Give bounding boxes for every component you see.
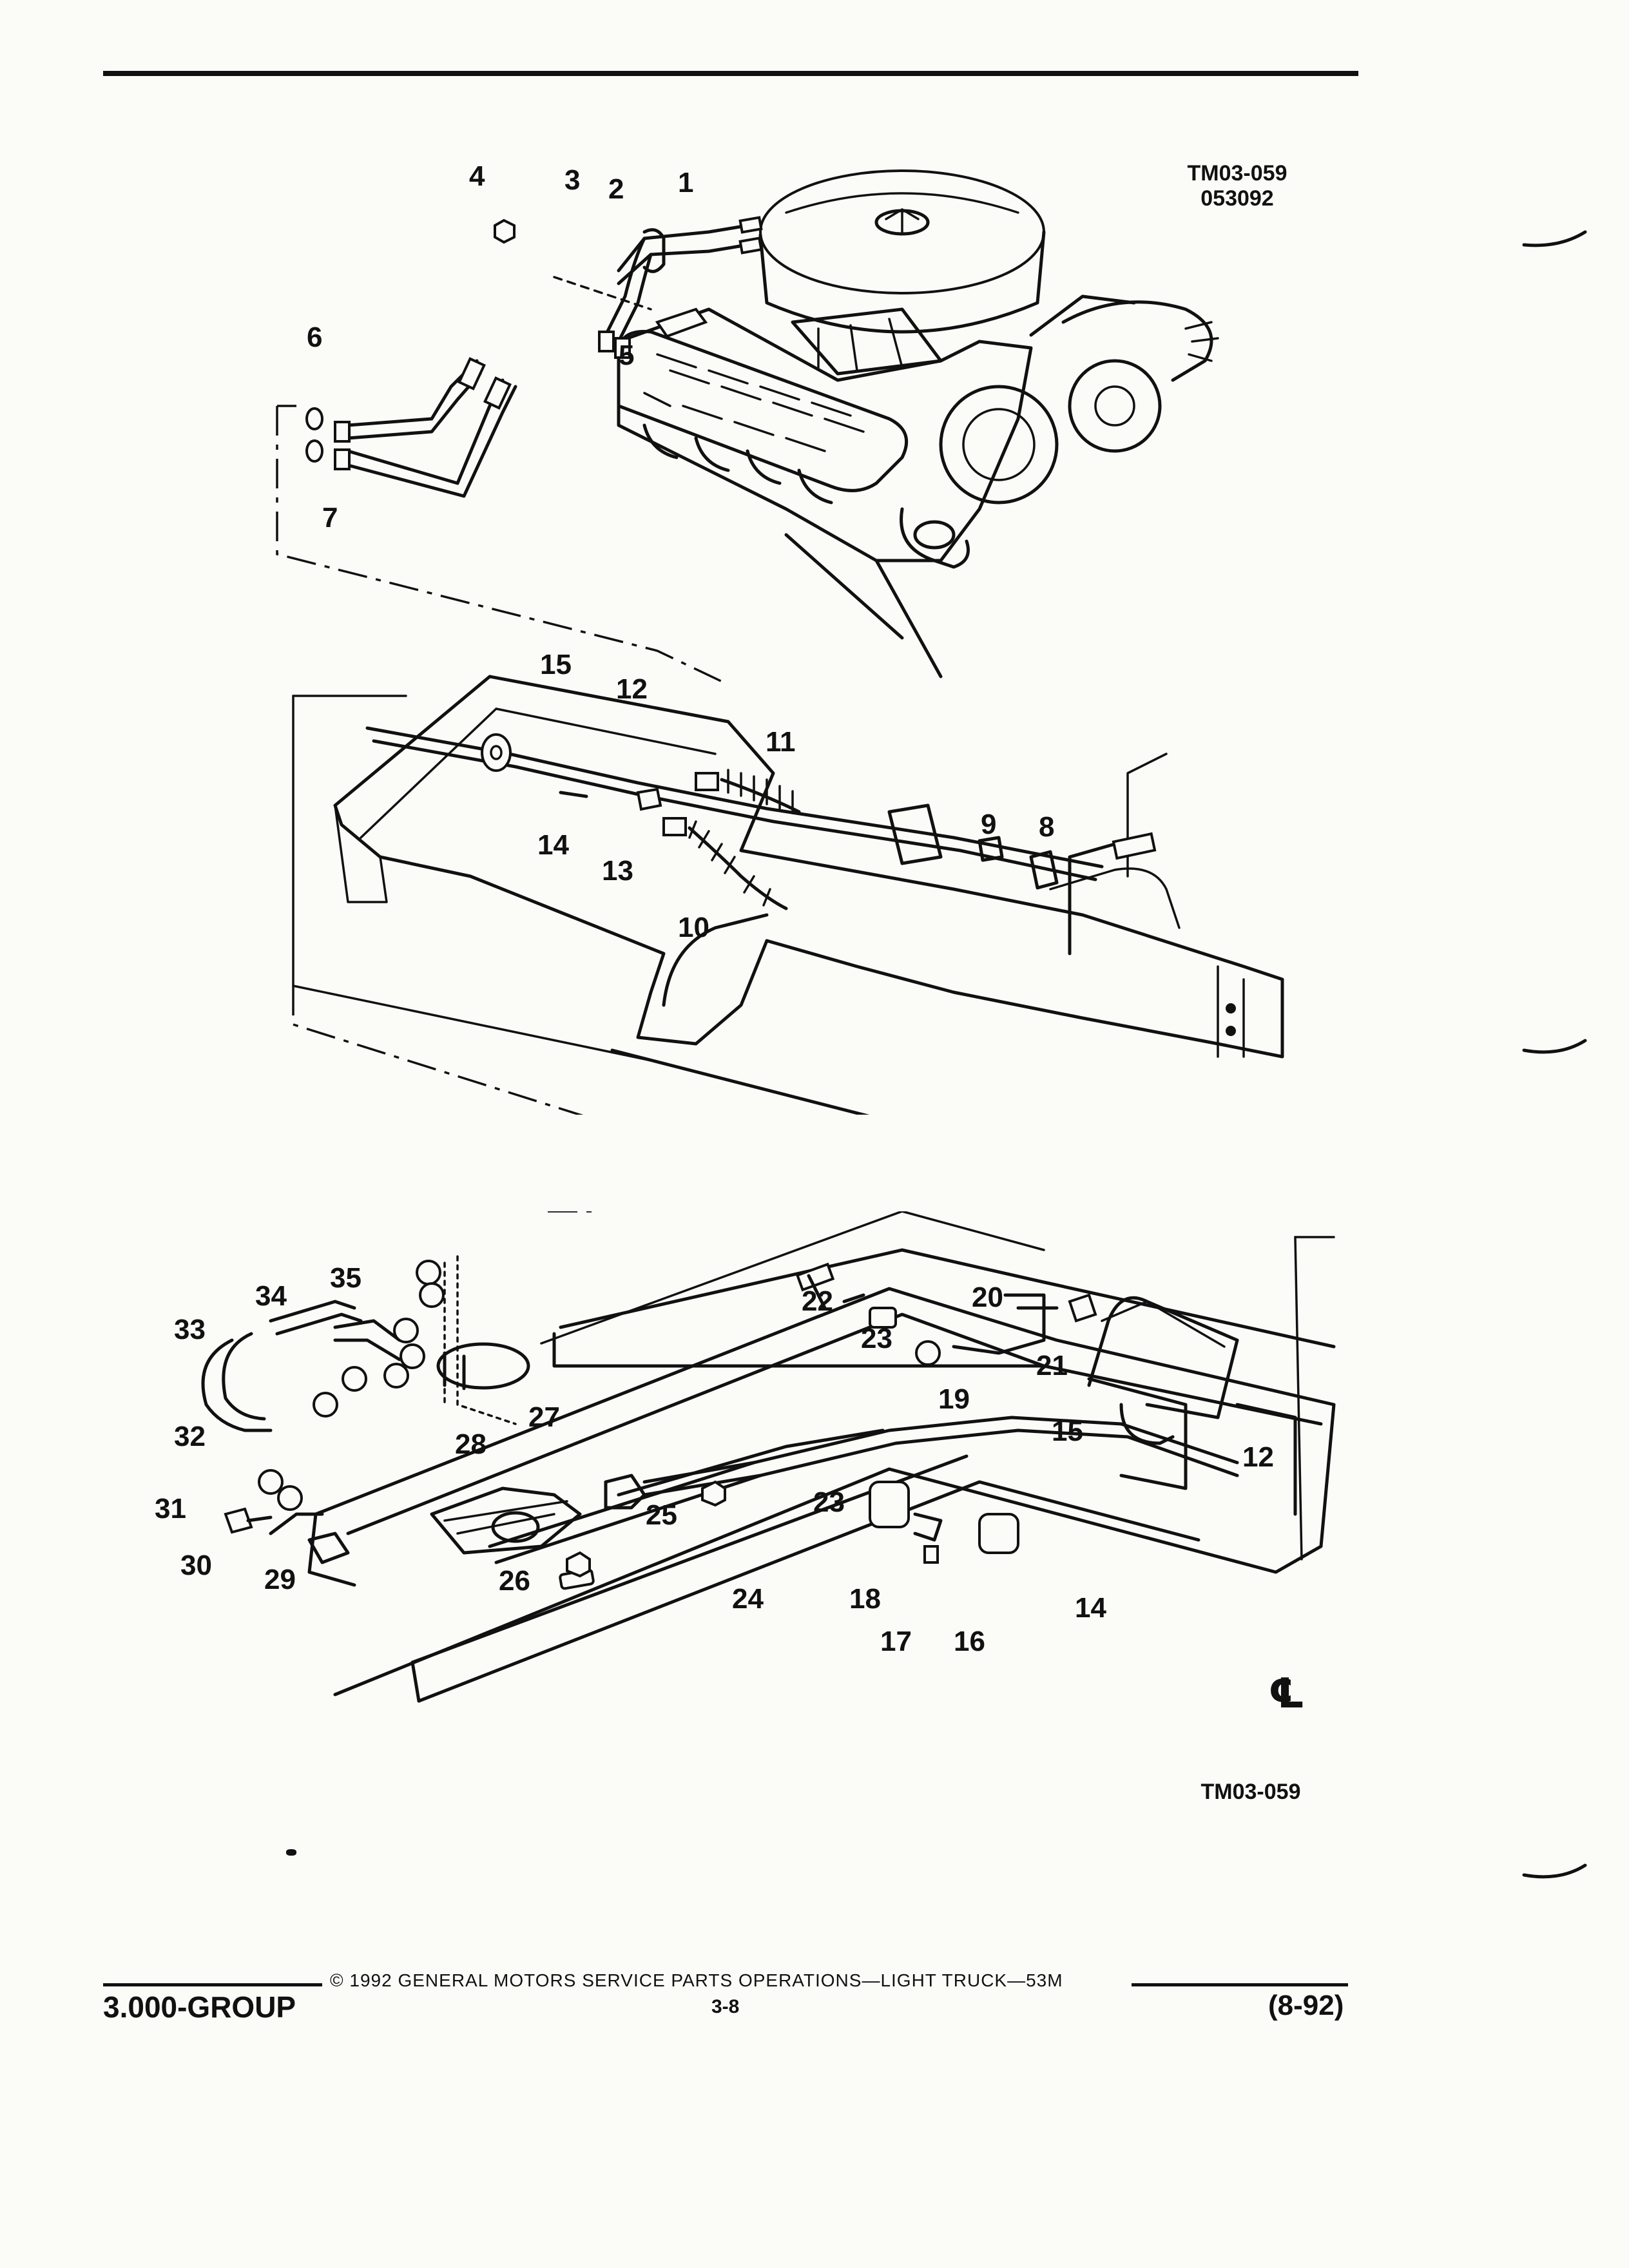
long-fuel-line-2 bbox=[617, 1428, 885, 1497]
callout-3: 3 bbox=[564, 164, 581, 196]
callout-31: 31 bbox=[155, 1493, 186, 1524]
footer-rule-right bbox=[1132, 1983, 1348, 1986]
callout-21: 21 bbox=[1036, 1350, 1068, 1381]
fuel-filter bbox=[978, 1513, 1019, 1554]
callout-5: 5 bbox=[619, 340, 635, 371]
hose-34 bbox=[269, 1300, 356, 1323]
hose-33 bbox=[201, 1338, 273, 1432]
filter-bracket bbox=[869, 1481, 910, 1528]
grommet bbox=[481, 733, 512, 772]
callout-14-upper: 14 bbox=[537, 829, 569, 861]
callout-26: 26 bbox=[499, 1565, 530, 1597]
callout-27: 27 bbox=[528, 1401, 560, 1433]
callout-7: 7 bbox=[322, 502, 338, 533]
nut bbox=[494, 218, 516, 244]
callout-30: 30 bbox=[180, 1550, 212, 1581]
binding-marks bbox=[1522, 230, 1587, 1879]
bolt-30 bbox=[224, 1507, 253, 1534]
callout-29: 29 bbox=[264, 1564, 296, 1595]
line-clip-8 bbox=[1029, 850, 1059, 890]
footer-revision: (8-92) bbox=[1268, 1990, 1344, 2021]
valve-cover bbox=[617, 329, 909, 492]
callout-2: 2 bbox=[608, 173, 624, 205]
drawing-ref-top: TM03-059 053092 bbox=[1186, 161, 1289, 211]
washer-upper bbox=[305, 407, 323, 430]
callout-22: 22 bbox=[802, 1285, 833, 1317]
callout-9: 9 bbox=[981, 809, 997, 840]
callout-34: 34 bbox=[255, 1280, 287, 1312]
frame-rail bbox=[333, 675, 1284, 1059]
footer-page-number: 3-8 bbox=[711, 1996, 740, 2017]
callout-20: 20 bbox=[972, 1282, 1003, 1313]
callout-1: 1 bbox=[678, 167, 694, 198]
long-fuel-line-1 bbox=[488, 1416, 1239, 1548]
sender-unit bbox=[436, 1342, 530, 1390]
footer-rule-left bbox=[103, 1983, 322, 1986]
frame-rail-illustration bbox=[292, 675, 1284, 1115]
callout-15-upper: 15 bbox=[540, 649, 572, 680]
callout-28: 28 bbox=[455, 1428, 487, 1460]
callout-25: 25 bbox=[646, 1499, 677, 1531]
callout-23-lower: 23 bbox=[813, 1486, 845, 1518]
engine-block bbox=[617, 307, 1033, 562]
callout-8: 8 bbox=[1039, 811, 1055, 843]
engine-fuel-lines-illustration bbox=[276, 169, 1219, 683]
drawing-ref-code: TM03-059 bbox=[1187, 161, 1287, 186]
callout-16: 16 bbox=[954, 1626, 985, 1657]
callout-24: 24 bbox=[732, 1583, 764, 1615]
callout-15-lower: 15 bbox=[1052, 1416, 1083, 1447]
fuel-feed-line bbox=[365, 726, 1104, 869]
top-rule bbox=[103, 71, 1358, 76]
callout-12-lower: 12 bbox=[1242, 1441, 1274, 1473]
callout-18: 18 bbox=[849, 1583, 881, 1615]
fuel-tank-lines-illustration bbox=[201, 1211, 1336, 1703]
bolt-24 bbox=[701, 1480, 726, 1507]
crank-pulley bbox=[939, 385, 1059, 505]
drawing-ref-bottom: TM03-059 bbox=[1200, 1780, 1301, 1804]
bolt-26 bbox=[566, 1551, 591, 1578]
callout-14-lower: 14 bbox=[1075, 1592, 1106, 1624]
vent-hose bbox=[952, 1293, 1046, 1355]
callout-4: 4 bbox=[469, 160, 485, 192]
callout-17: 17 bbox=[880, 1626, 912, 1657]
callout-35: 35 bbox=[330, 1262, 361, 1294]
bracket-assembly bbox=[430, 1486, 582, 1555]
gm-spo-logo: ℄ bbox=[1268, 1670, 1306, 1718]
bolt bbox=[559, 791, 588, 798]
footer-copyright: © 1992 GENERAL MOTORS SERVICE PARTS OPER… bbox=[330, 1970, 1063, 1990]
callout-11: 11 bbox=[766, 726, 796, 758]
callout-12-upper: 12 bbox=[616, 673, 648, 705]
washer-lower bbox=[305, 439, 323, 463]
line-clip bbox=[642, 228, 666, 273]
line-clip-9 bbox=[978, 836, 1004, 862]
frame-rail-right bbox=[417, 1480, 1200, 1703]
callout-6: 6 bbox=[307, 322, 323, 353]
frame-rail-left bbox=[314, 1287, 1336, 1696]
callout-19: 19 bbox=[938, 1383, 970, 1415]
fitting bbox=[655, 307, 708, 338]
stray-mark bbox=[286, 1849, 296, 1856]
water-pump-pulley bbox=[1068, 359, 1162, 453]
callout-23-upper: 23 bbox=[861, 1323, 892, 1354]
hose-10 bbox=[688, 826, 788, 910]
footer-group: 3.000-GROUP bbox=[103, 1990, 296, 2024]
callout-10: 10 bbox=[678, 912, 709, 943]
callout-33: 33 bbox=[174, 1314, 206, 1345]
callout-13: 13 bbox=[602, 855, 633, 887]
hose-upper bbox=[346, 359, 479, 427]
fuel-line-upper bbox=[617, 224, 749, 273]
drawing-ref-date: 053092 bbox=[1200, 186, 1274, 211]
callout-32: 32 bbox=[174, 1421, 206, 1452]
